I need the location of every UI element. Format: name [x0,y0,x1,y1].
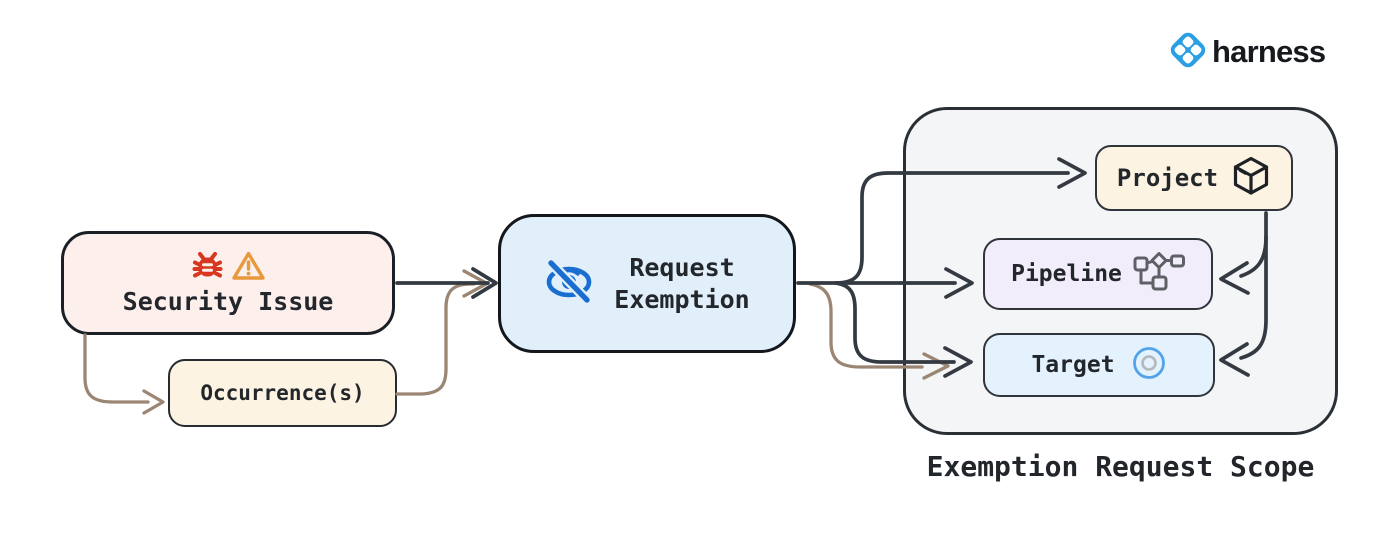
target-icon [1131,345,1167,385]
occurrences-node: Occurrence(s) [168,359,397,427]
target-node: Target [983,333,1215,397]
security-issue-icons [191,251,266,285]
scope-group-title: Exemption Request Scope [926,450,1315,483]
project-node: Project [1095,145,1293,211]
warning-icon [231,250,266,286]
harness-brand-text: harness [1212,34,1326,69]
harness-logo: harness [1168,30,1326,74]
arrowhead-request-brown [462,269,489,298]
security-issue-label: Security Issue [122,286,334,316]
project-label: Project [1116,164,1219,192]
eye-off-icon [544,257,594,308]
pipeline-label: Pipeline [1011,261,1122,287]
target-label: Target [1031,352,1115,378]
package-icon [1231,155,1271,201]
arrowhead-request-dark [471,267,498,299]
occurrences-label: Occurrence(s) [200,381,365,405]
pipeline-node: Pipeline [983,238,1213,310]
request-exemption-label-line1: Request [629,253,735,283]
edge-occurrences-to-request [395,282,476,396]
security-issue-node: Security Issue [61,231,395,335]
request-exemption-label-line2: Exemption [614,284,750,314]
bug-icon [191,250,224,286]
harness-logo-icon [1168,30,1208,74]
pipeline-icon [1133,252,1185,296]
edge-security-to-occurrences [83,333,150,404]
arrowhead-occurrences [142,389,165,415]
